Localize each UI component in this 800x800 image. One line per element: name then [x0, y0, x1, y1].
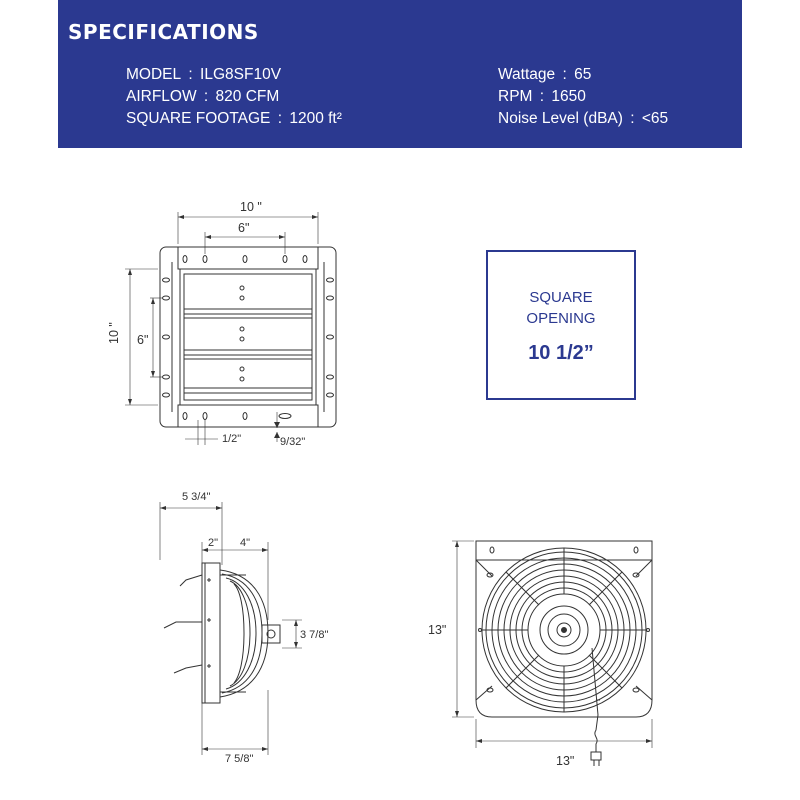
front-inner-frame — [179, 268, 317, 406]
side-dim-overall: 5 3/4" — [182, 491, 210, 503]
spec-square-footage: SQUARE FOOTAGE : 1200 ft² — [126, 110, 342, 127]
side-louver-mid — [163, 621, 202, 629]
spec-rpm: RPM : 1650 — [498, 88, 586, 105]
front-dim-slot: 1/2" — [222, 433, 241, 445]
back-power-cord — [591, 647, 599, 752]
square-opening-label-line2: OPENING — [526, 310, 596, 327]
side-louver-top — [179, 574, 203, 587]
front-dim-inner-height: 6" — [137, 333, 148, 347]
front-view-drawing — [125, 212, 337, 445]
back-plug — [590, 751, 602, 761]
back-motor-housing — [539, 605, 589, 655]
back-plate — [475, 540, 653, 718]
front-dim-height: 10 " — [107, 322, 121, 344]
side-dim-flange: 2" — [208, 537, 218, 549]
side-dim-guard: 4" — [240, 537, 250, 549]
front-bottom-flange — [177, 404, 319, 428]
side-view-drawing — [159, 502, 302, 755]
side-motor-hub — [261, 624, 281, 644]
spec-model: MODEL : ILG8SF10V — [126, 66, 282, 83]
front-dim-width: 10 " — [240, 200, 262, 214]
side-dim-motor: 3 7/8" — [300, 629, 328, 641]
back-dim-width: 13" — [556, 754, 574, 768]
side-louver-bottom — [173, 664, 203, 674]
specifications-header — [58, 0, 742, 148]
square-opening-box: SQUARE OPENING 10 1/2” — [486, 250, 636, 400]
front-shutter-frame — [183, 273, 313, 401]
front-top-flange — [177, 246, 319, 270]
square-opening-label-line1: SQUARE — [529, 289, 593, 306]
front-dim-hole: 9/32" — [280, 436, 305, 448]
side-guard-dome — [219, 569, 269, 698]
square-opening-label: SQUARE OPENING — [488, 287, 634, 329]
front-dim-inner-width: 6" — [238, 221, 249, 235]
back-view-drawing — [452, 540, 653, 766]
square-opening-value: 10 1/2” — [528, 342, 594, 364]
spec-airflow: AIRFLOW : 820 CFM — [126, 88, 280, 105]
header-title: SPECIFICATIONS — [68, 20, 259, 44]
spec-noise-level: Noise Level (dBA) : <65 — [498, 110, 669, 127]
side-wall-plate — [201, 562, 221, 704]
back-dim-height: 13" — [428, 623, 446, 637]
side-dim-bottom: 7 5/8" — [225, 753, 253, 765]
spec-wattage: Wattage : 65 — [498, 66, 592, 83]
